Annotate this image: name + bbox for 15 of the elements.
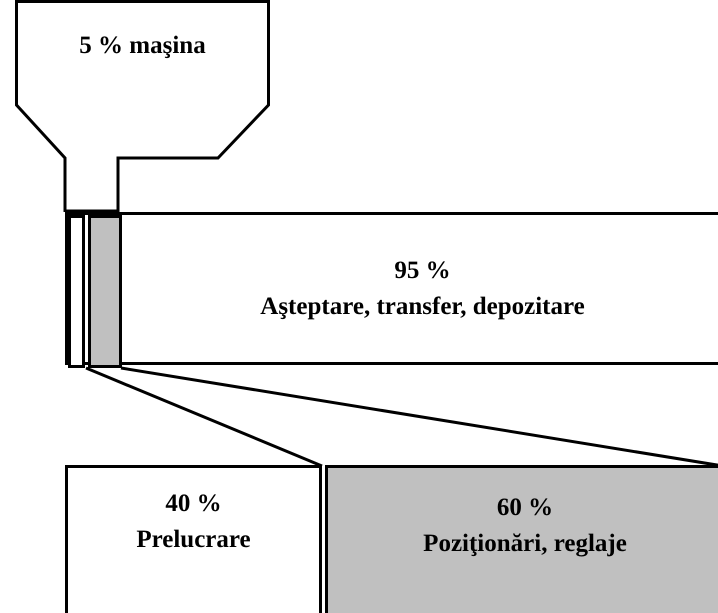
node-label: Aşteptare, transfer, depozitare <box>259 292 586 322</box>
percent-label: 95 % <box>393 256 452 286</box>
zoom-line <box>120 366 718 468</box>
percent-label: 60 % <box>496 493 554 523</box>
node-label: Prelucrare <box>135 525 252 555</box>
percent-label: 40 % <box>164 489 223 519</box>
bar-box <box>65 212 718 365</box>
node-label: Poziţionări, reglaje <box>422 529 628 559</box>
process-box <box>65 465 322 613</box>
process-box <box>325 465 718 613</box>
zoom-line <box>85 366 323 468</box>
node-label: 5 % maşina <box>78 31 207 61</box>
strip-box <box>68 215 85 368</box>
strip-box <box>88 215 122 368</box>
funnel-shape <box>15 0 270 212</box>
